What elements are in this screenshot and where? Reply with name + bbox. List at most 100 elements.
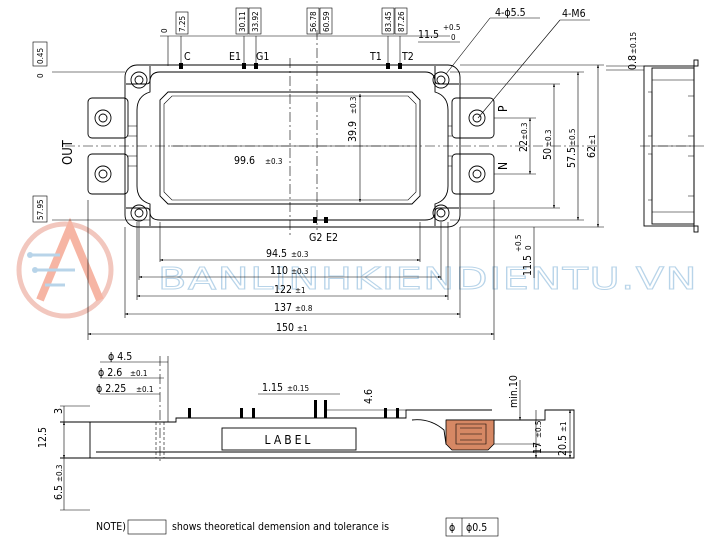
mount-hole-callout: 4-ϕ5.5 xyxy=(495,7,526,19)
right-offset-tol-lo: 0 xyxy=(524,245,533,250)
dim-12-5: 12.5 xyxy=(37,427,49,448)
dim-110-tol: ±0.3 xyxy=(291,267,308,276)
note-theoretical-box xyxy=(127,519,167,535)
pin-label-e2: E2 xyxy=(326,232,338,244)
dim-20-5-tol: ±1 xyxy=(559,421,568,432)
mount-hole-leader xyxy=(445,17,491,75)
pin-dim-33-92: 33.92 xyxy=(251,11,260,32)
side-dim-tol: ±0.15 xyxy=(629,32,638,54)
pin-dim-30-11: 30.11 xyxy=(238,11,247,32)
mount-holes xyxy=(130,71,450,222)
housing-outline xyxy=(136,71,449,221)
thread-leader xyxy=(477,19,561,119)
pin-width-tol: ±0.15 xyxy=(287,384,309,393)
front-outline xyxy=(89,409,575,459)
front-pins xyxy=(188,400,399,418)
dim-122-value: 122 xyxy=(274,284,292,296)
note-text: shows theoretical demension and toleranc… xyxy=(172,521,389,533)
side-dim-value: 0.8 xyxy=(627,55,639,70)
pin-dim-56-78: 56.78 xyxy=(309,11,318,32)
dim-min-10: min.10 xyxy=(508,375,520,408)
cover-window-inner xyxy=(163,95,417,201)
inner-width-tol: ±0.3 xyxy=(265,157,282,166)
dim-20-5-value: 20.5 xyxy=(557,435,569,456)
front-terminal-nut xyxy=(445,419,495,451)
phi-2-6-tol: ±0.1 xyxy=(130,369,147,378)
dim-17-tol: ±0.5 xyxy=(534,421,543,438)
note-tolerance-value: ϕ0.5 xyxy=(466,522,487,534)
inner-height-tol: ±0.3 xyxy=(349,97,358,114)
pin-label-t1: T1 xyxy=(369,51,382,63)
pin-dimension-chain xyxy=(160,7,450,66)
dim-50-value: 50 xyxy=(542,148,554,160)
dim-22-tol: ±0.3 xyxy=(520,123,529,140)
phi-2-6: ϕ 2.6 xyxy=(98,367,122,379)
dim-4-6: 4.6 xyxy=(363,389,375,404)
pin-label-c: C xyxy=(184,51,191,63)
dim-57-5-value: 57.5 xyxy=(566,147,578,168)
right-offset-tol-hi: +0.5 xyxy=(514,235,523,252)
inner-height-value: 39.9 xyxy=(347,121,359,142)
dim-137-tol: ±0.8 xyxy=(295,304,313,313)
dim-6-5: 6.5 xyxy=(53,485,65,500)
side-view: 0.8 ±0.15 xyxy=(606,32,706,233)
terminal-label-n: N xyxy=(496,162,510,170)
phi-4-5: ϕ 4.5 xyxy=(108,351,132,363)
right-dimension-lines xyxy=(450,64,604,228)
dim-150-tol: ±1 xyxy=(297,324,308,333)
dim-150-value: 150 xyxy=(276,322,294,334)
left-dim-zero: 0 xyxy=(36,73,45,78)
watermark-logo-icon xyxy=(16,217,114,319)
phi-2-25: ϕ 2.25 xyxy=(96,383,126,395)
note-tolerance-symbol: ϕ xyxy=(449,522,455,534)
pin-label-e1: E1 xyxy=(229,51,241,63)
dim-62-tol: ±1 xyxy=(588,134,597,145)
dim-3: 3 xyxy=(53,408,65,414)
top-offset-tol-lo: 0 xyxy=(451,33,456,42)
left-dim-bottom: 57.95 xyxy=(36,199,45,220)
signal-pins xyxy=(179,63,402,223)
left-reference-dims xyxy=(32,41,150,223)
dim-50-tol: ±0.3 xyxy=(544,130,553,147)
dim-122-tol: ±1 xyxy=(295,286,306,295)
top-offset-value: 11.5 xyxy=(418,29,439,41)
label-text: LABEL xyxy=(265,433,314,447)
inner-width-value: 99.6 xyxy=(234,155,255,167)
dim-6-5-tol: ±0.3 xyxy=(55,465,64,482)
cover-window xyxy=(159,91,421,205)
watermark: BANLINHKIENDIENTU.VN xyxy=(16,217,698,319)
phi-2-25-tol: ±0.1 xyxy=(136,385,153,394)
note-tolerance-frame xyxy=(445,517,499,537)
dim-17-value: 17 xyxy=(532,442,544,454)
dim-62-value: 62 xyxy=(586,146,598,158)
pin-dim-87-26: 87.26 xyxy=(397,11,406,32)
dim-57-5-tol: ±0.5 xyxy=(568,129,577,146)
pin-dim-83-45: 83.45 xyxy=(384,11,393,32)
pin-dim-0: 0 xyxy=(160,28,169,33)
label-box xyxy=(221,427,357,451)
note-prefix: NOTE) xyxy=(96,521,126,533)
pin-dim-7-25: 7.25 xyxy=(178,16,187,32)
pin-label-g2: G2 xyxy=(309,232,322,244)
pin-width-value: 1.15 xyxy=(262,382,283,394)
dim-22-value: 22 xyxy=(518,140,530,152)
top-view: 0 7.25 30.11 33.92 56.78 60.59 83.45 87.… xyxy=(32,7,604,340)
bottom-dimension-lines xyxy=(87,200,495,340)
thread-callout: 4-M6 xyxy=(562,8,586,20)
dim-94-5-value: 94.5 xyxy=(266,248,287,260)
pin-dim-60-59: 60.59 xyxy=(322,11,331,32)
note: NOTE) shows theoretical demension and to… xyxy=(96,517,499,537)
terminal-label-p: P xyxy=(496,105,510,112)
front-view: ϕ 4.5 ϕ 2.6 ±0.1 ϕ 2.25 ±0.1 1.15 ±0.15 … xyxy=(37,351,575,511)
pin-label-t2: T2 xyxy=(401,51,414,63)
terminal-label-out: OUT xyxy=(61,139,76,165)
dim-110-value: 110 xyxy=(270,265,288,277)
pin-label-g1: G1 xyxy=(256,51,269,63)
terminal-out xyxy=(87,97,137,195)
dim-94-5-tol: ±0.3 xyxy=(291,250,308,259)
left-dim-top: 0.45 xyxy=(36,48,45,64)
watermark-text: BANLINHKIENDIENTU.VN xyxy=(158,262,698,297)
right-offset-value: 11.5 xyxy=(522,255,534,276)
dim-137-value: 137 xyxy=(274,302,292,314)
